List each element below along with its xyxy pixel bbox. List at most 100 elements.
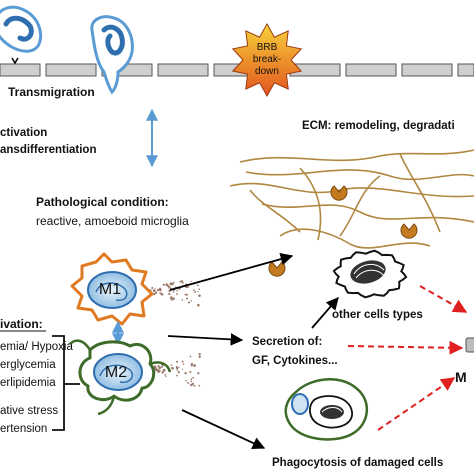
arrow-to-phagocytosis	[181, 409, 266, 449]
phagocytosis-cell	[284, 378, 369, 441]
secretion-dot	[159, 366, 162, 369]
secretion-dot	[161, 371, 164, 374]
arrow-m1-to-ecm	[169, 252, 294, 291]
secretion-dot	[157, 370, 160, 374]
enzyme-icon	[268, 261, 286, 277]
secretion-dot	[185, 293, 188, 296]
secretion-dot	[172, 291, 175, 293]
arrow-to-secretion	[167, 333, 244, 346]
secretion-dot	[181, 299, 184, 301]
membrane-segment	[45, 63, 97, 77]
secretion-dot	[196, 284, 199, 287]
secretion-dots-m2	[151, 353, 201, 387]
secretion-dot	[193, 364, 196, 367]
secretion-dot	[184, 293, 187, 296]
secretion-dot	[176, 289, 178, 292]
brb-line-1: BRB	[257, 42, 278, 53]
secretion-dot	[160, 292, 164, 296]
activation-line-1: ctivation	[0, 127, 47, 139]
secretion-dot	[190, 363, 194, 366]
secretion-line-2: GF, Cytokines...	[252, 355, 338, 367]
secretion-dot	[193, 289, 195, 291]
transmigrating-cell-left	[0, 5, 43, 65]
secretion-dot	[198, 288, 201, 290]
secretion-dot	[158, 287, 162, 291]
enzyme-icons	[268, 185, 418, 277]
secretion-dot	[178, 366, 180, 368]
target-cell-edge	[465, 337, 474, 353]
secretion-dot	[164, 374, 167, 376]
membrane-segment	[345, 63, 397, 77]
secretion-dot	[175, 366, 178, 368]
secretion-dot	[157, 365, 160, 368]
secretion-dot	[154, 287, 156, 289]
secretion-dot	[189, 355, 192, 358]
m2-label: M2	[105, 364, 127, 381]
activation-item: ertension	[0, 423, 47, 435]
phagocytosis-label: Phagocytosis of damaged cells	[272, 457, 443, 469]
secretion-dot	[197, 303, 200, 307]
secretion-dot	[176, 369, 179, 371]
enzyme-icon	[330, 185, 348, 201]
secretion-dot	[182, 363, 185, 365]
brb-breakdown-star: BRB break- down	[231, 22, 303, 98]
secretion-dot	[177, 370, 180, 374]
activation-heading: ivation:	[0, 317, 43, 331]
secretion-dot	[193, 384, 196, 387]
secretion-dot	[190, 280, 192, 283]
secretion-dot	[161, 366, 164, 368]
secretion-dot	[187, 381, 190, 384]
secretion-dot	[184, 372, 187, 375]
membrane-segment	[457, 63, 474, 77]
secretion-dot	[165, 376, 167, 378]
activation-item: ative stress	[0, 405, 58, 417]
secretion-dot	[198, 372, 200, 374]
membrane-segment	[401, 63, 453, 77]
secretion-dot	[192, 376, 195, 379]
secretion-dot	[170, 364, 173, 366]
secretion-dot	[154, 291, 158, 294]
activation-line-2: ansdifferentiation	[0, 144, 96, 156]
secretion-dot	[181, 360, 184, 363]
red-arrow-other-cells	[419, 285, 468, 313]
membrane-segment	[157, 63, 209, 77]
secretion-dot	[175, 293, 178, 296]
secretion-dot	[172, 297, 176, 300]
secretion-dot	[190, 300, 192, 302]
secretion-dot	[187, 286, 190, 288]
secretion-dot	[176, 374, 178, 377]
secretion-dot	[189, 371, 192, 373]
secretion-line-1: Secretion of:	[252, 336, 322, 348]
activation-bracket	[52, 335, 65, 431]
ecm-label: ECM: remodeling, degradati	[302, 120, 455, 132]
secretion-dot	[176, 360, 179, 363]
brb-line-3: down	[255, 66, 279, 77]
secretion-dot	[168, 292, 171, 296]
ecm-fibers	[229, 149, 474, 249]
secretion-dot	[159, 292, 162, 295]
secretion-dot	[171, 366, 174, 370]
secretion-dot	[185, 379, 187, 382]
secretion-dot	[181, 368, 184, 370]
edge-label: M	[455, 369, 467, 385]
secretion-dots-m1	[147, 280, 201, 307]
secretion-dot	[198, 355, 201, 358]
secretion-dot	[169, 296, 173, 299]
other-cells-label: other cells types	[332, 309, 423, 321]
other-cell	[332, 249, 408, 299]
secretion-dot	[198, 384, 201, 387]
secretion-dot	[167, 284, 170, 288]
secretion-dot	[162, 368, 166, 372]
red-arrow-phagocytosis	[377, 377, 456, 431]
secretion-dot	[182, 282, 184, 284]
secretion-dot	[162, 283, 165, 286]
secretion-dot	[172, 282, 175, 284]
activation-item: erglycemia	[0, 359, 56, 371]
secretion-dot	[190, 383, 193, 387]
arrow-to-other-cells	[311, 297, 339, 329]
secretion-dot	[169, 282, 173, 286]
secretion-dot	[197, 290, 199, 293]
pathology-title: Pathological condition:	[36, 195, 169, 209]
